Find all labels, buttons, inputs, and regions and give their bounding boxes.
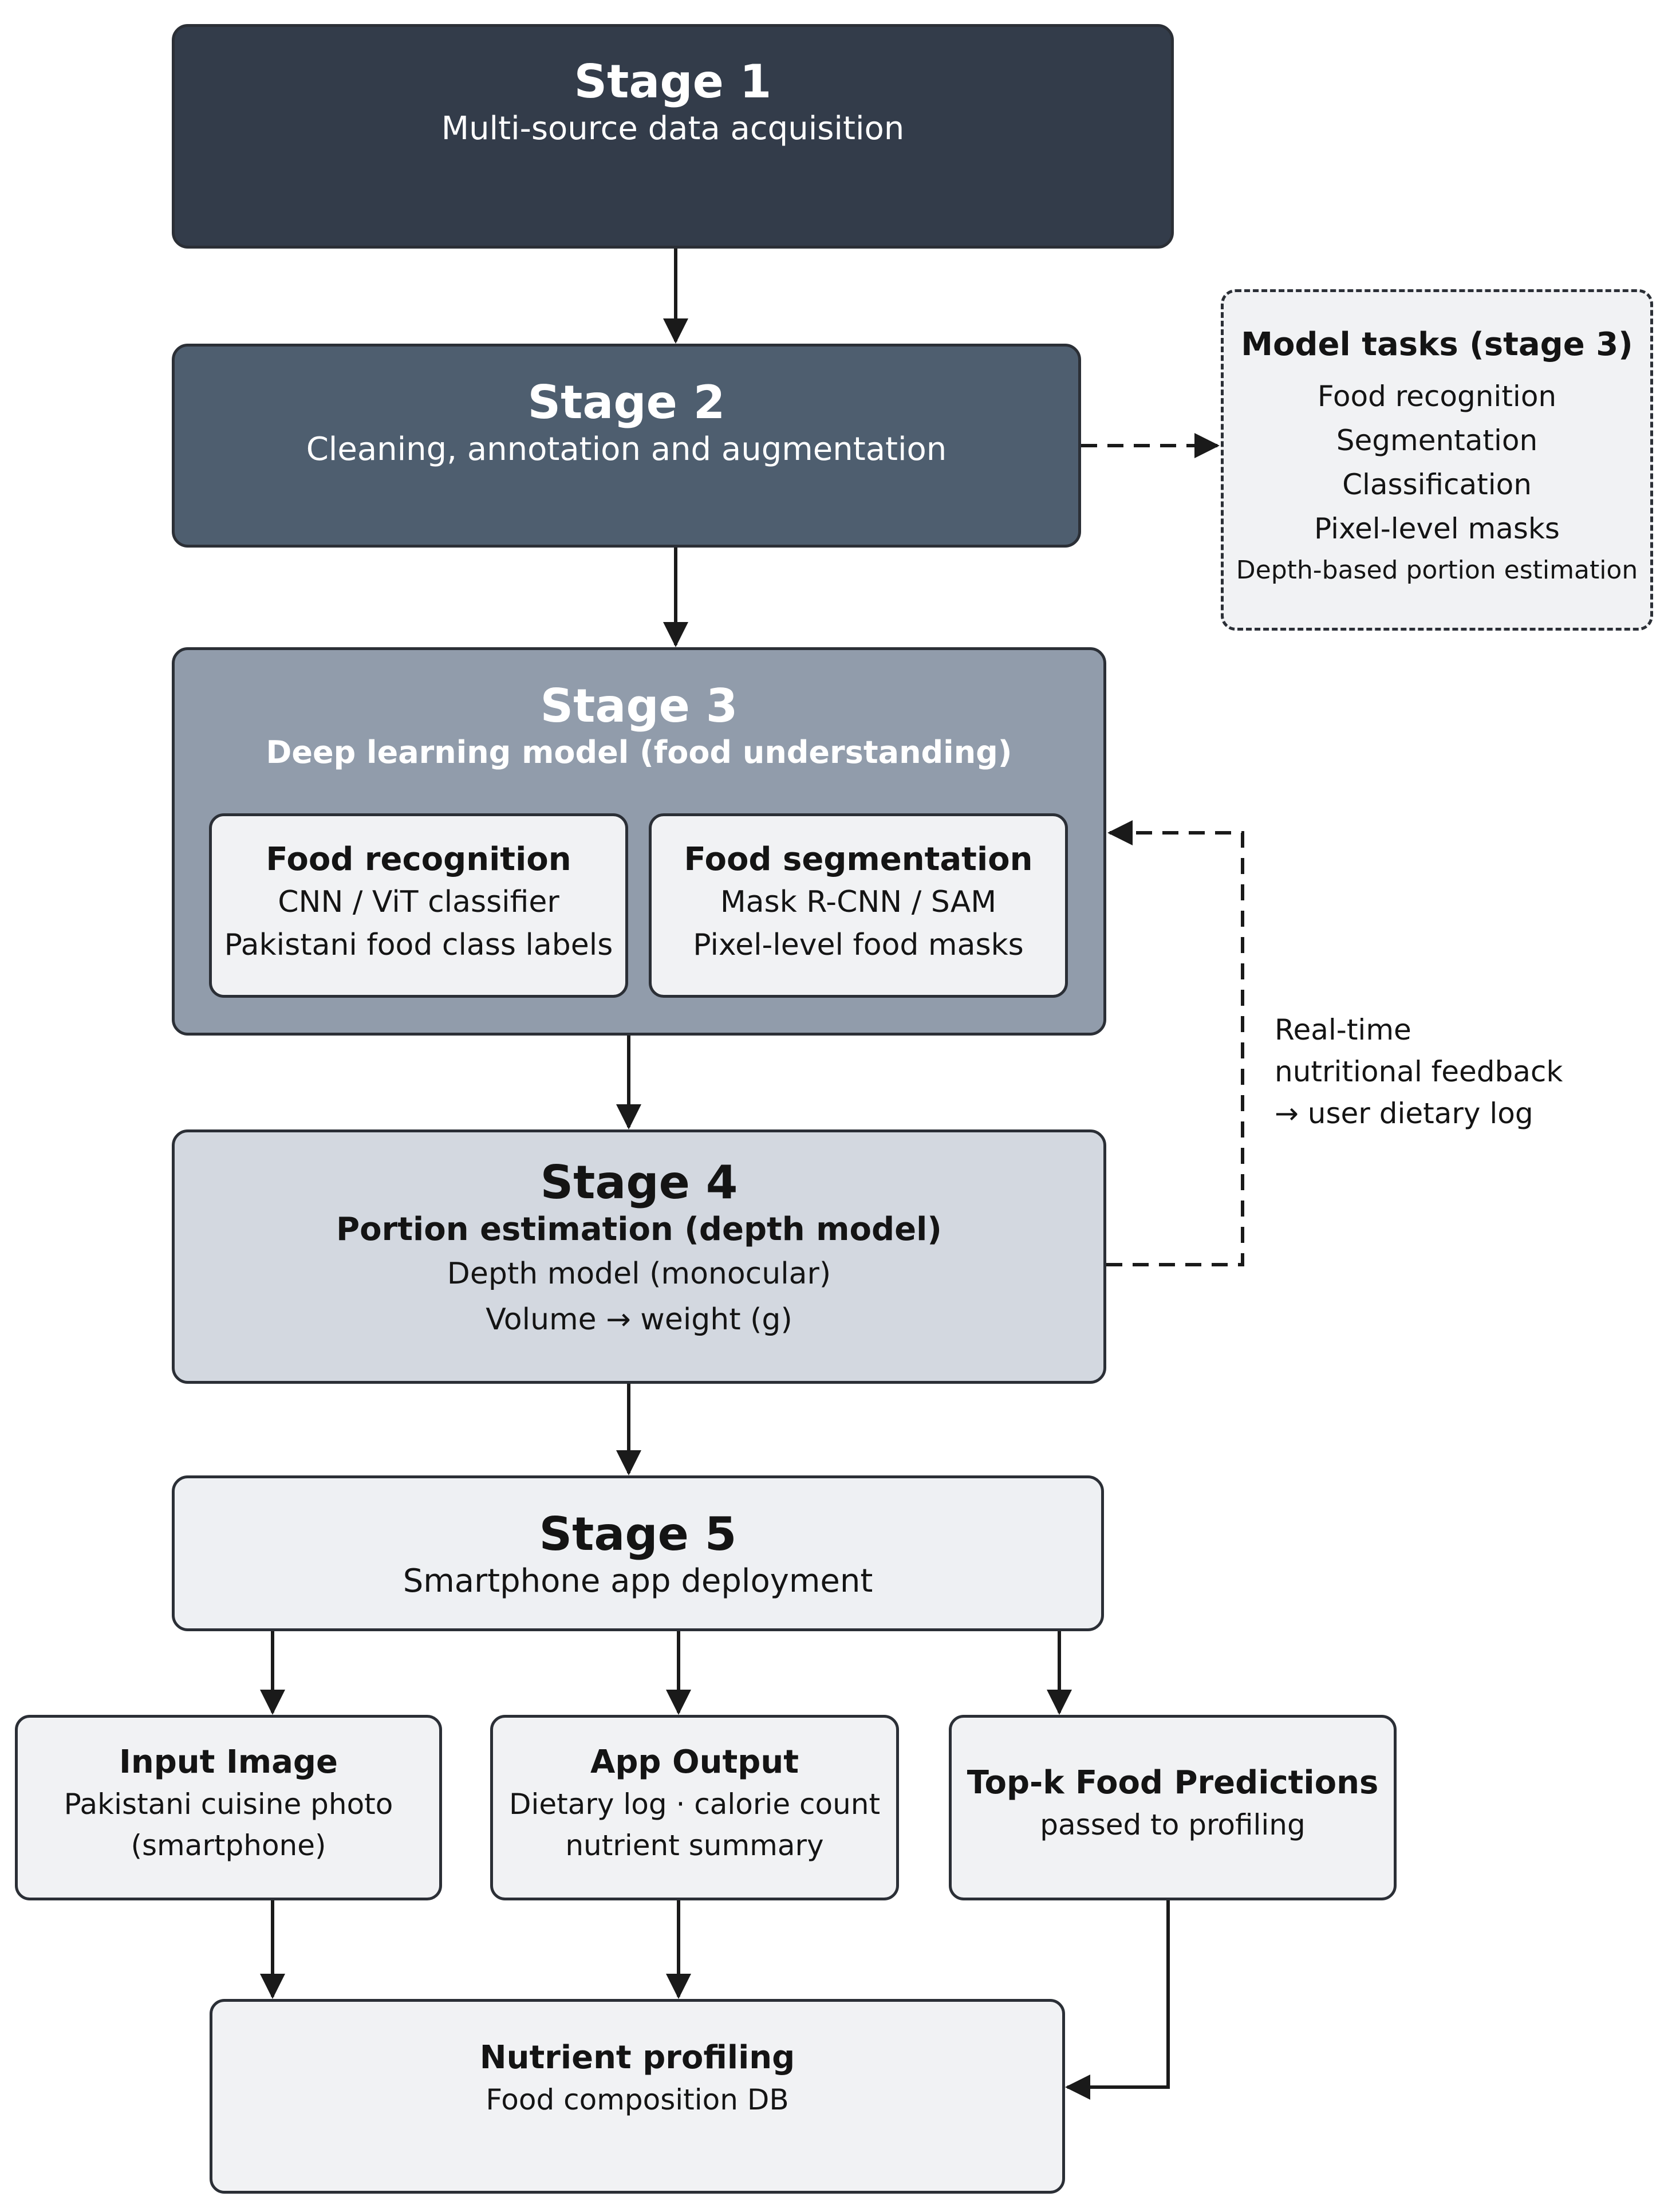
stage-5-subtitle: Smartphone app deployment xyxy=(403,1562,873,1600)
model-task-item: Pixel-level masks xyxy=(1314,512,1560,545)
app-output-line-2: nutrient summary xyxy=(565,1829,824,1863)
nutrient-profiling-box: Nutrient profiling Food composition DB xyxy=(210,1999,1065,2194)
stage-2-subtitle: Cleaning, annotation and augmentation xyxy=(306,431,947,468)
model-tasks-box: Model tasks (stage 3) Food recognition S… xyxy=(1221,289,1653,631)
topk-predictions-box: Top-k Food Predictions passed to profili… xyxy=(949,1715,1397,1900)
input-image-line-1: Pakistani cuisine photo xyxy=(64,1787,393,1821)
food-segmentation-line-2: Pixel-level food masks xyxy=(693,928,1024,963)
stage-4-title: Stage 4 xyxy=(540,1156,738,1209)
food-recognition-line-2: Pakistani food class labels xyxy=(224,928,613,963)
stage-3-subtitle: Deep learning model (food understanding) xyxy=(266,734,1012,770)
feedback-label-line-3: → user dietary log xyxy=(1275,1097,1533,1130)
stage-1-subtitle: Multi-source data acquisition xyxy=(441,110,905,147)
input-image-line-2: (smartphone) xyxy=(131,1829,326,1863)
model-task-item: Classification xyxy=(1342,468,1532,501)
food-recognition-line-1: CNN / ViT classifier xyxy=(278,884,559,919)
stage-5-title: Stage 5 xyxy=(539,1508,737,1561)
model-task-item: Segmentation xyxy=(1336,424,1538,457)
topk-predictions-title: Top-k Food Predictions xyxy=(967,1764,1379,1801)
stage-1-title: Stage 1 xyxy=(574,55,772,108)
food-recognition-title: Food recognition xyxy=(266,841,571,878)
input-image-box: Input Image Pakistani cuisine photo (sma… xyxy=(15,1715,442,1900)
app-output-line-1: Dietary log · calorie count xyxy=(508,1787,881,1821)
app-output-title: App Output xyxy=(590,1743,799,1781)
model-task-item: Depth-based portion estimation xyxy=(1236,556,1638,585)
nutrient-profiling-title: Nutrient profiling xyxy=(479,2039,795,2076)
stage-3-title: Stage 3 xyxy=(540,679,738,733)
model-task-item: Food recognition xyxy=(1317,380,1557,413)
nutrient-profiling-subtitle: Food composition DB xyxy=(486,2083,789,2116)
food-segmentation-title: Food segmentation xyxy=(684,841,1033,878)
stage-1-box: Stage 1 Multi-source data acquisition xyxy=(172,24,1174,249)
stage-5-box: Stage 5 Smartphone app deployment xyxy=(172,1475,1104,1631)
feedback-label: Real-time nutritional feedback → user di… xyxy=(1275,1009,1563,1135)
stage-2-title: Stage 2 xyxy=(527,376,725,429)
stage-4-line-2: Volume → weight (g) xyxy=(486,1302,792,1337)
food-segmentation-line-1: Mask R-CNN / SAM xyxy=(720,884,997,919)
input-image-title: Input Image xyxy=(119,1743,338,1781)
stage-4-line-1: Depth model (monocular) xyxy=(447,1256,831,1291)
app-output-box: App Output Dietary log · calorie count n… xyxy=(490,1715,899,1900)
feedback-label-line-2: nutritional feedback xyxy=(1275,1055,1563,1088)
stage-2-box: Stage 2 Cleaning, annotation and augment… xyxy=(172,344,1081,548)
stage-4-box: Stage 4 Portion estimation (depth model)… xyxy=(172,1129,1106,1384)
food-segmentation-box: Food segmentation Mask R-CNN / SAM Pixel… xyxy=(649,813,1068,998)
stage-4-subtitle: Portion estimation (depth model) xyxy=(336,1211,942,1248)
feedback-label-line-1: Real-time xyxy=(1275,1013,1411,1046)
topk-predictions-line-1: passed to profiling xyxy=(1040,1808,1306,1841)
dashed-feedback-loop xyxy=(1106,820,1244,1266)
model-tasks-title: Model tasks (stage 3) xyxy=(1241,326,1633,363)
food-recognition-box: Food recognition CNN / ViT classifier Pa… xyxy=(209,813,628,998)
arrow-topk-nutrient xyxy=(1065,1900,1170,2100)
